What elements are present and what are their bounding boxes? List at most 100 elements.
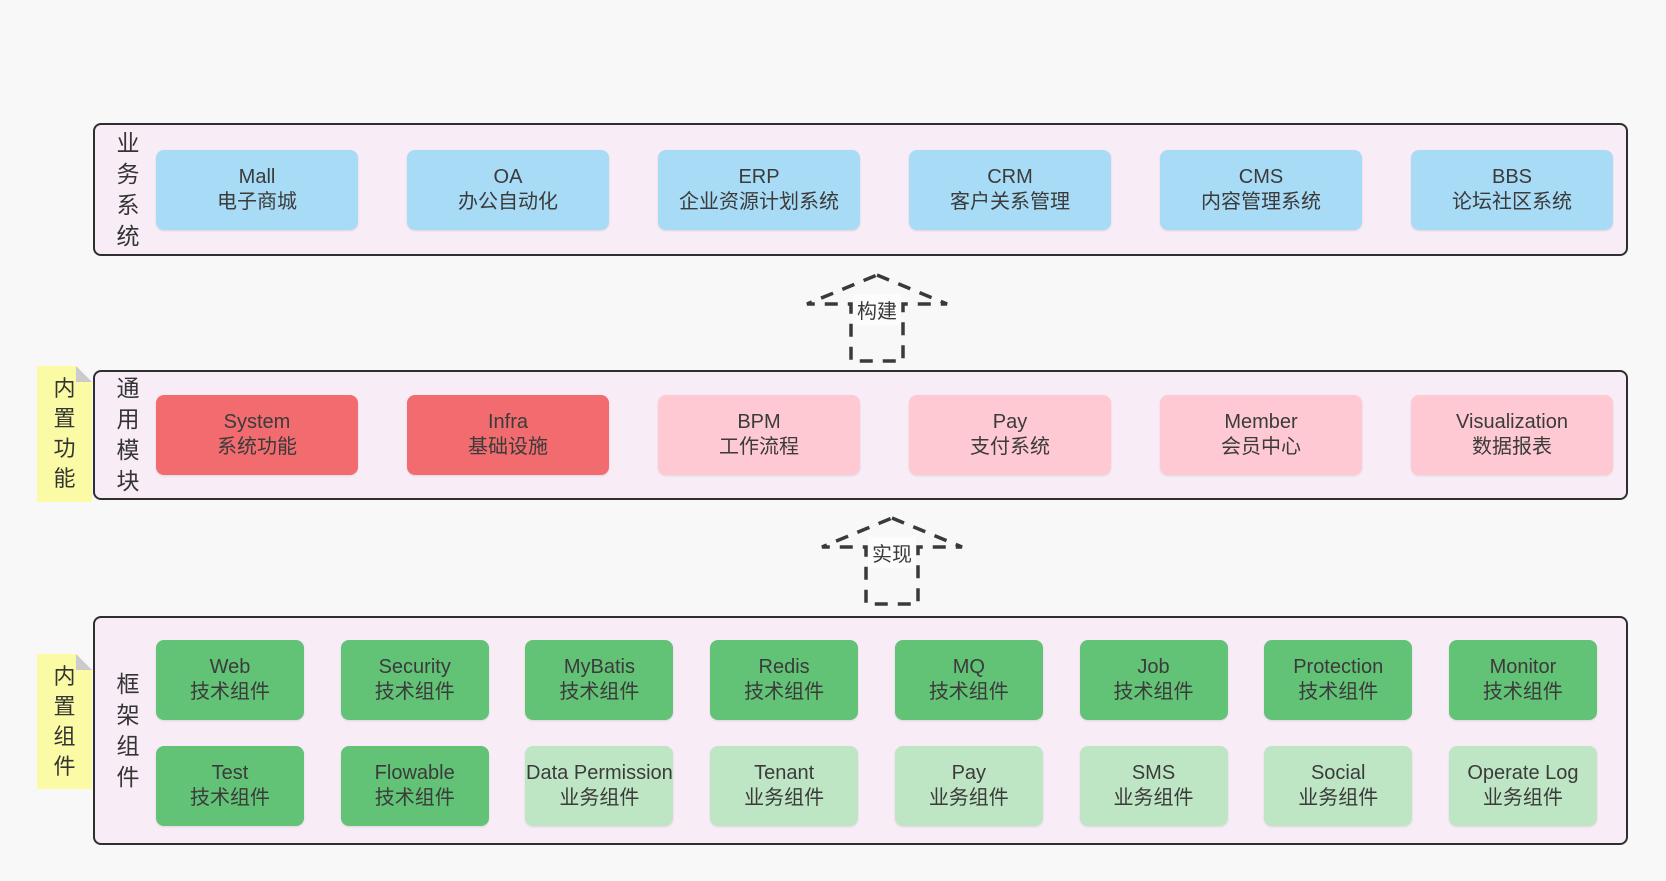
box-pay-name: Pay: [992, 411, 1028, 433]
box-operate-log: Operate Log 业务组件: [1448, 746, 1597, 826]
box-security-desc: 技术组件: [374, 681, 455, 703]
box-bpm: BPM 工作流程: [658, 395, 860, 475]
business-row: Mall 电子商城 OA 办公自动化 ERP 企业资源计划系统 CRM 客户关系…: [156, 125, 1613, 254]
box-job-desc: 技术组件: [1113, 681, 1194, 703]
box-pay-biz-desc: 业务组件: [928, 787, 1009, 809]
box-monitor: Monitor 技术组件: [1448, 640, 1597, 720]
components-row-2: Test 技术组件 Flowable 技术组件 Data Permission …: [156, 746, 1597, 826]
layer-business-label-wrap: 业务系统: [107, 125, 149, 254]
box-oa-desc: 办公自动化: [458, 190, 558, 213]
box-flowable-desc: 技术组件: [374, 787, 455, 809]
box-security-name: Security: [378, 656, 451, 678]
box-visualization-name: Visualization: [1456, 411, 1568, 433]
box-bbs-desc: 论坛社区系统: [1452, 190, 1572, 213]
box-erp-desc: 企业资源计划系统: [679, 190, 839, 213]
box-oa: OA 办公自动化: [407, 149, 609, 230]
box-member-desc: 会员中心: [1221, 436, 1301, 458]
box-mq: MQ 技术组件: [894, 640, 1043, 720]
box-social-desc: 业务组件: [1298, 787, 1379, 809]
box-job: Job 技术组件: [1079, 640, 1228, 720]
box-redis-name: Redis: [758, 656, 810, 678]
box-web-name: Web: [209, 656, 251, 678]
box-pay-biz-name: Pay: [951, 762, 987, 784]
up-arrow-icon: [821, 516, 963, 606]
up-arrow-icon: [806, 273, 948, 363]
box-visualization-desc: 数据报表: [1472, 436, 1552, 458]
box-tenant-desc: 业务组件: [744, 787, 825, 809]
implement-arrow: 实现: [817, 513, 967, 609]
box-pay-biz: Pay 业务组件: [894, 746, 1043, 826]
box-erp: ERP 企业资源计划系统: [658, 149, 860, 230]
sticky-note-builtin-components: 内置组件: [37, 654, 92, 789]
box-sms: SMS 业务组件: [1079, 746, 1228, 826]
box-bpm-desc: 工作流程: [719, 436, 799, 458]
box-web-desc: 技术组件: [190, 681, 270, 703]
box-mybatis: MyBatis 技术组件: [525, 640, 674, 720]
box-web: Web 技术组件: [156, 640, 304, 720]
box-security: Security 技术组件: [340, 640, 489, 720]
box-member-name: Member: [1224, 411, 1298, 433]
box-redis-desc: 技术组件: [744, 681, 825, 703]
box-infra-name: Infra: [487, 411, 529, 433]
box-crm-desc: 客户关系管理: [950, 190, 1070, 213]
layer-business-label: 业务系统: [116, 129, 140, 249]
box-bbs: BBS 论坛社区系统: [1411, 149, 1613, 230]
layer-framework-components: 框架组件 Web 技术组件 Security 技术组件 MyBatis 技术组件…: [93, 616, 1628, 845]
box-monitor-desc: 技术组件: [1482, 681, 1563, 703]
box-system: System 系统功能: [156, 395, 358, 475]
box-job-name: Job: [1137, 656, 1170, 678]
box-cms: CMS 内容管理系统: [1160, 149, 1362, 230]
box-sms-desc: 业务组件: [1113, 787, 1194, 809]
box-mall: Mall 电子商城: [156, 149, 358, 230]
box-protection-name: Protection: [1293, 656, 1384, 678]
modules-row: System 系统功能 Infra 基础设施 BPM 工作流程 Pay 支付系统…: [156, 372, 1613, 498]
layer-modules-label-wrap: 通用模块: [107, 372, 149, 498]
box-bbs-name: BBS: [1491, 165, 1533, 188]
build-arrow: 构建: [802, 270, 952, 366]
layer-modules-label: 通用模块: [116, 375, 140, 494]
box-test: Test 技术组件: [156, 746, 304, 826]
box-protection-desc: 技术组件: [1298, 681, 1379, 703]
box-social: Social 业务组件: [1264, 746, 1413, 826]
box-cms-name: CMS: [1238, 165, 1284, 188]
layer-common-modules: 通用模块 System 系统功能 Infra 基础设施 BPM 工作流程 Pay…: [93, 370, 1628, 500]
sticky-note-builtin-features-text: 内置功能: [53, 376, 76, 491]
box-mq-name: MQ: [952, 656, 985, 678]
box-oa-name: OA: [493, 165, 523, 188]
box-protection: Protection 技术组件: [1264, 640, 1413, 720]
layer-components-label-wrap: 框架组件: [107, 618, 149, 843]
box-crm: CRM 客户关系管理: [909, 149, 1111, 230]
components-row-1: Web 技术组件 Security 技术组件 MyBatis 技术组件 Redi…: [156, 640, 1597, 720]
box-system-name: System: [223, 411, 291, 433]
box-tenant-name: Tenant: [754, 762, 815, 784]
box-data-permission-name: Data Permission: [526, 762, 673, 784]
box-system-desc: 系统功能: [217, 436, 297, 458]
box-mq-desc: 技术组件: [928, 681, 1009, 703]
box-pay-desc: 支付系统: [970, 436, 1050, 458]
box-member: Member 会员中心: [1160, 395, 1362, 475]
box-test-name: Test: [211, 762, 249, 784]
box-monitor-name: Monitor: [1489, 656, 1557, 678]
box-operate-log-desc: 业务组件: [1482, 787, 1563, 809]
box-flowable: Flowable 技术组件: [340, 746, 489, 826]
box-pay: Pay 支付系统: [909, 395, 1111, 475]
box-redis: Redis 技术组件: [710, 640, 859, 720]
box-data-permission: Data Permission 业务组件: [525, 746, 674, 826]
box-test-desc: 技术组件: [190, 787, 270, 809]
box-infra-desc: 基础设施: [468, 436, 548, 458]
box-visualization: Visualization 数据报表: [1411, 395, 1613, 475]
box-bpm-name: BPM: [737, 411, 781, 433]
layer-business-systems: 业务系统 Mall 电子商城 OA 办公自动化 ERP 企业资源计划系统 CRM…: [93, 123, 1628, 256]
box-flowable-name: Flowable: [374, 762, 455, 784]
box-tenant: Tenant 业务组件: [710, 746, 859, 826]
box-crm-name: CRM: [987, 165, 1033, 188]
box-sms-name: SMS: [1131, 762, 1176, 784]
box-infra: Infra 基础设施: [407, 395, 609, 475]
box-erp-name: ERP: [738, 165, 780, 188]
build-arrow-label: 构建: [853, 294, 901, 325]
box-social-name: Social: [1310, 762, 1366, 784]
box-mall-desc: 电子商城: [217, 190, 297, 213]
layer-components-label: 框架组件: [116, 670, 140, 790]
box-cms-desc: 内容管理系统: [1201, 190, 1321, 213]
